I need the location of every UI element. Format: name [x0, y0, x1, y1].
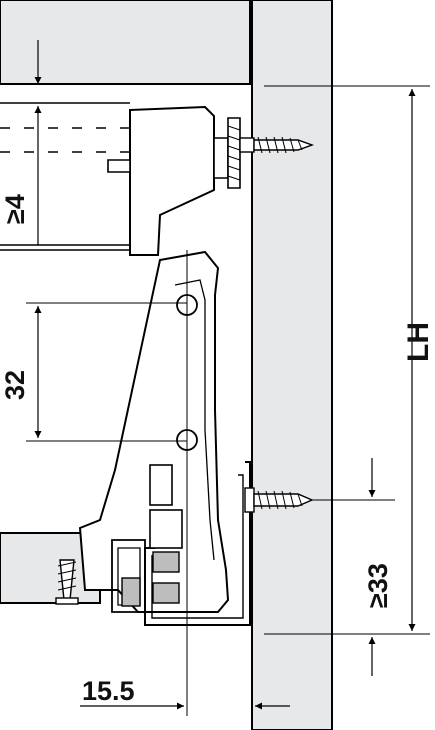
dim-label-hole-spacing: 32 [0, 370, 30, 400]
runner-profile [78, 250, 230, 613]
cabinet-rail [144, 461, 251, 626]
dim-label-gap-top: ≥4 [0, 194, 30, 224]
front-fixing-bracket [129, 105, 215, 256]
cabinet-rail-inner [151, 474, 244, 619]
top-screw-icon [213, 117, 315, 189]
runner-inner-edge [174, 279, 215, 561]
dim-label-lh: LH [402, 322, 435, 362]
dim-label-setback: 15.5 [82, 676, 135, 706]
extension-lines [26, 85, 430, 716]
bracket-clip [107, 159, 131, 173]
dim-label-screw-height: ≥33 [363, 563, 393, 608]
hidden-lines [0, 127, 130, 153]
roller-bolt-icon [121, 464, 183, 607]
rail-hook [111, 539, 146, 613]
cabinet-side-panel [251, 0, 333, 730]
top-panel [0, 0, 251, 85]
lower-screw-icon [244, 487, 314, 513]
bottom-panel-screw-icon [55, 559, 79, 605]
